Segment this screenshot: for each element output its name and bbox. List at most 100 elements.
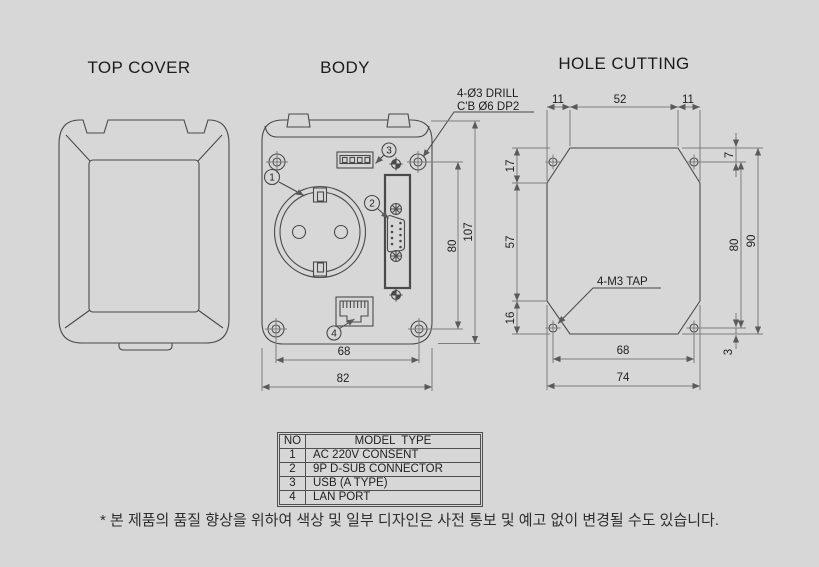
usb-outer: [336, 151, 374, 169]
dim-body-screw-height: 80: [447, 240, 459, 253]
legend-row-no: 2: [279, 462, 306, 477]
screw-bottom-left: [265, 318, 287, 340]
cutout-top-dimensions: 11 52 11: [546, 94, 701, 181]
callout-1-number: 1: [269, 173, 275, 184]
ac-socket: [273, 185, 367, 279]
body-dimensions: 80 107 68 82: [261, 120, 480, 391]
drill-note-line2: C'B Ø6 DP2: [457, 101, 519, 113]
lan-pins: [342, 301, 366, 308]
lan-jack: [339, 300, 369, 323]
cutout-bottom-dimensions: 68 74: [546, 305, 701, 390]
dim-left-middle: 57: [505, 236, 517, 249]
legend-header-no: NO: [279, 434, 306, 449]
tap-hole-bottom-right: [686, 320, 702, 336]
cutout-outline: [546, 147, 701, 335]
screw-top-left: [266, 151, 288, 173]
body-view: 1 2 3 4 4-Ø3 DRILL C'B Ø6 DP2 80: [261, 88, 534, 391]
dim-bottom-screws: 68: [617, 345, 630, 357]
callout-4-number: 4: [331, 329, 337, 340]
top-cover-outline: [58, 119, 230, 344]
dim-top-right: 11: [682, 94, 694, 106]
legend-row-value: 9P D-SUB CONNECTOR: [305, 462, 481, 477]
top-cover-corner-edges: [64, 134, 224, 329]
tap-holes: [545, 154, 702, 336]
panel-screw-top: [389, 157, 403, 171]
legend-row-value: AC 220V CONSENT: [305, 448, 481, 463]
dim-right-top: 7: [724, 152, 736, 158]
body-title: BODY: [320, 58, 370, 77]
dim-left-bottom: 16: [505, 312, 517, 325]
body-outline: [261, 119, 433, 345]
dim-left-top: 17: [505, 160, 517, 173]
footnote: * 본 제품의 품질 향상을 위하여 색상 및 일부 디자인은 사전 통보 및 …: [99, 512, 720, 529]
legend-header-model-type: MODEL TYPE: [305, 434, 481, 449]
dim-right-total: 90: [746, 235, 758, 248]
dim-right-screws: 80: [729, 239, 741, 252]
callout-3: 3: [375, 142, 397, 164]
body-corner-screws: [265, 151, 430, 340]
dim-body-screw-width: 68: [338, 346, 351, 358]
dim-bottom-total: 74: [617, 372, 630, 384]
drill-note: 4-Ø3 DRILL C'B Ø6 DP2: [422, 88, 534, 158]
usb-port: [336, 151, 374, 169]
body-top-band: [264, 125, 430, 138]
callout-4: 4: [326, 318, 355, 341]
legend-row-value: LAN PORT: [305, 490, 481, 505]
legend-row: 2 9P D-SUB CONNECTOR: [279, 462, 481, 477]
tap-hole-bottom-left: [545, 320, 561, 336]
lan-outer: [335, 296, 374, 327]
legend-row: 3 USB (A TYPE): [279, 476, 481, 491]
hole-cutting-title: HOLE CUTTING: [558, 54, 690, 73]
legend-row-no: 1: [279, 448, 306, 463]
legend-row: 1 AC 220V CONSENT: [279, 448, 481, 463]
drill-note-line1: 4-Ø3 DRILL: [457, 88, 519, 100]
panel-screw-bottom: [389, 288, 403, 302]
socket-clip-top-inner: [316, 191, 325, 202]
usb-contact: [349, 156, 356, 164]
dim-top-center: 52: [614, 94, 627, 106]
usb-contact: [341, 156, 348, 164]
top-cover-bottom-tab: [118, 343, 173, 351]
dsub-screw-top: [389, 202, 403, 216]
usb-contact: [356, 156, 363, 164]
dim-body-total-height: 107: [463, 222, 475, 241]
top-cover-view: [58, 119, 230, 351]
callout-2-number: 2: [369, 199, 375, 210]
body-top-tab-left: [286, 113, 311, 128]
callout-2: 2: [363, 194, 389, 219]
legend-row-value: USB (A TYPE): [305, 476, 481, 491]
dim-bottom-offset: 3: [723, 349, 735, 355]
body-top-tab-right: [386, 113, 411, 128]
socket-outer-circle: [273, 185, 367, 279]
tap-hole-top-left: [545, 154, 561, 170]
dsub-connector: [386, 214, 406, 253]
top-cover-inner-face: [88, 159, 200, 313]
socket-pin-hole-left: [291, 224, 307, 240]
socket-clip-top: [312, 187, 328, 203]
legend-row-no: 3: [279, 476, 306, 491]
dim-top-left: 11: [552, 94, 564, 106]
dsub-pins: [390, 221, 402, 249]
tap-note-label: 4-M3 TAP: [597, 276, 648, 288]
screw-top-right: [407, 151, 429, 173]
legend-header-row: NO MODEL TYPE: [279, 434, 481, 449]
legend-row-no: 4: [279, 490, 306, 505]
cutout-left-dimensions: 17 57 16: [505, 147, 550, 335]
usb-contact: [364, 156, 371, 164]
tap-hole-top-right: [686, 154, 702, 170]
dsub-screw-bottom: [389, 249, 403, 263]
cutout-right-dimensions: 7 80 90 3: [682, 133, 763, 355]
top-cover-title: TOP COVER: [87, 58, 191, 77]
callout-3-number: 3: [386, 146, 392, 157]
dim-body-total-width: 82: [337, 373, 350, 385]
legend-table: NO MODEL TYPE 1 AC 220V CONSENT 2 9P D-S…: [277, 432, 483, 507]
screw-bottom-right: [408, 318, 430, 340]
lan-port: [335, 296, 374, 327]
callout-1: 1: [263, 168, 305, 196]
dsub-panel: [383, 157, 412, 302]
hole-cutting-view: 11 52 11 17 57 16 7 80 90: [505, 94, 763, 390]
dsub-plate: [383, 173, 412, 290]
legend-row: 4 LAN PORT: [279, 490, 481, 505]
